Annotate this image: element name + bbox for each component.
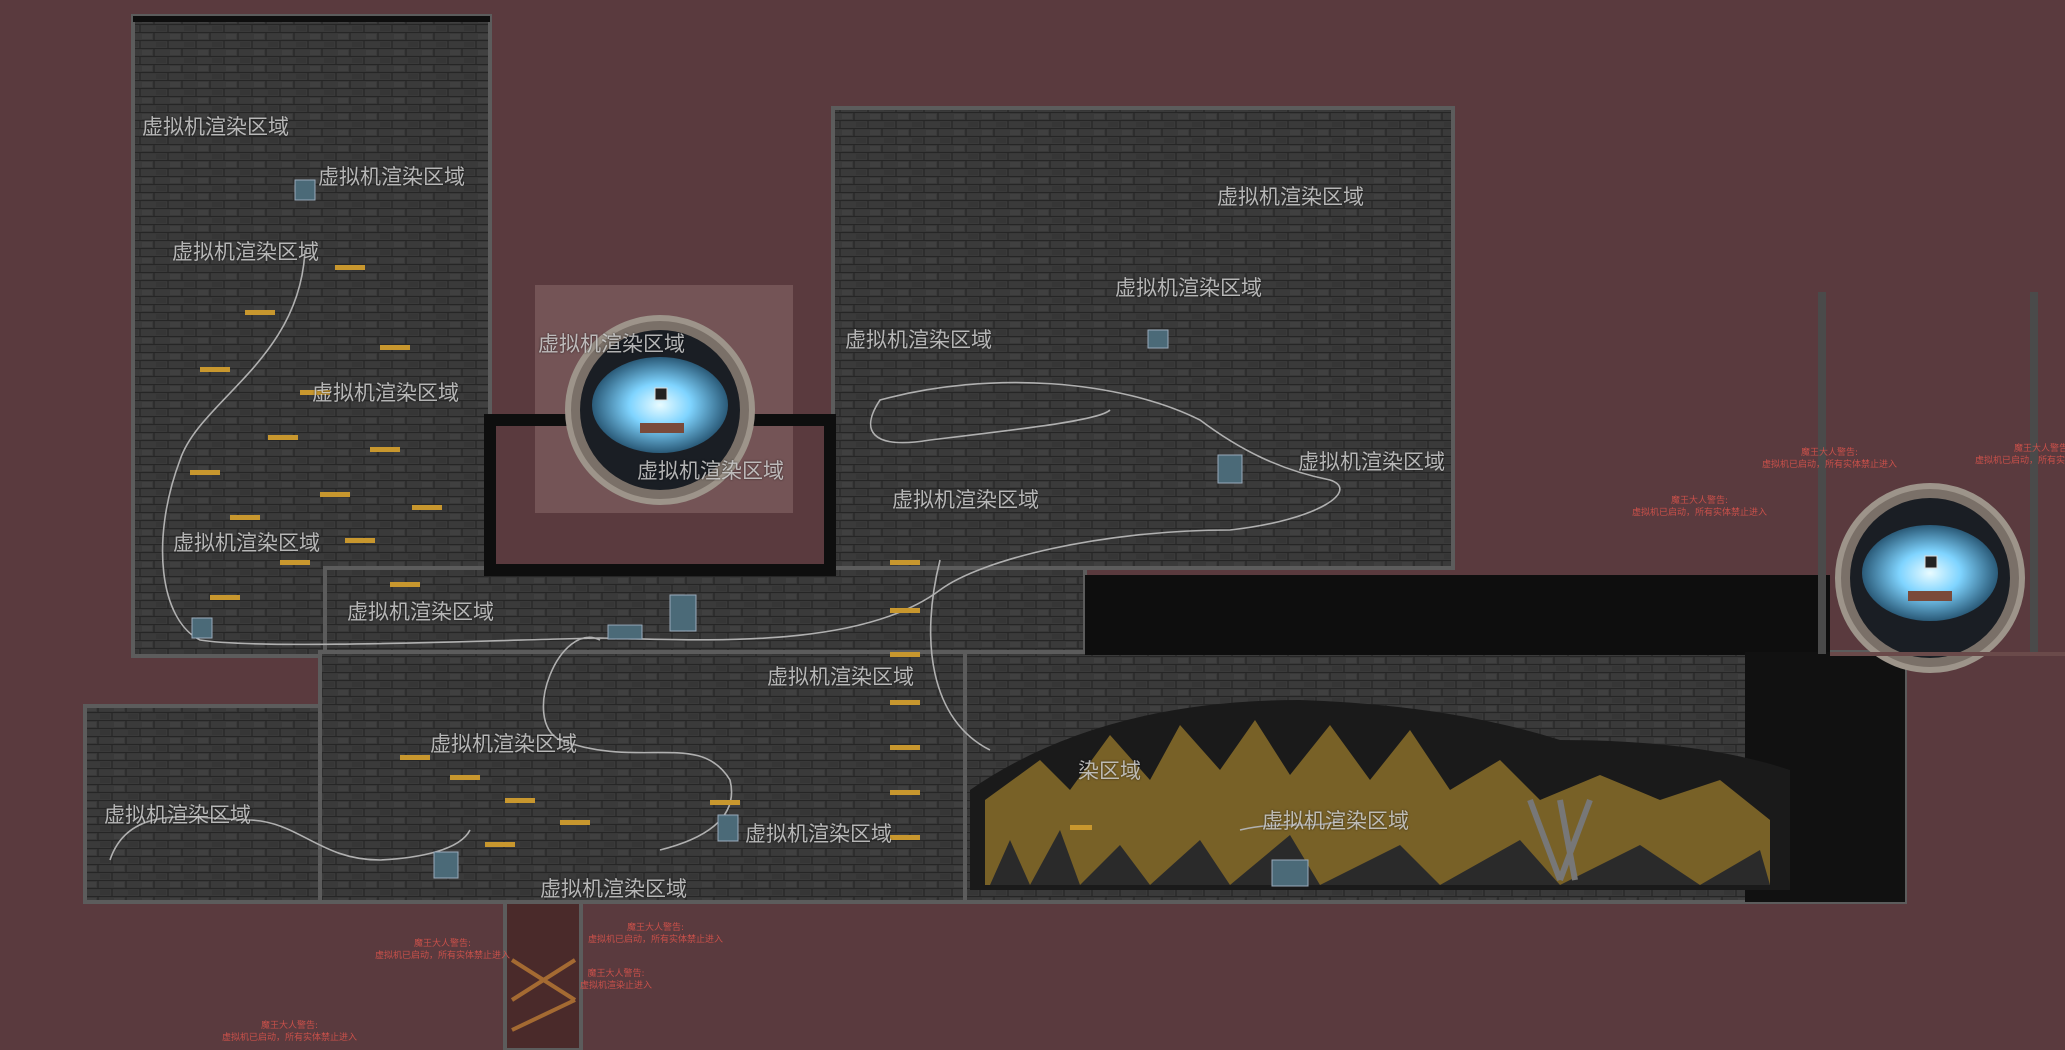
machines xyxy=(191,179,1309,887)
brick-rooms xyxy=(83,14,1907,1050)
warning-title: 魔王大人警告: xyxy=(413,939,472,949)
left-tower-top-cap xyxy=(133,16,490,22)
warning-title: 魔王大人警告: xyxy=(1800,448,1859,458)
warning-sign: 魔王大人警告: 虚拟机已启动，所有实体禁止进入 xyxy=(222,1020,357,1044)
room-mid-corridor xyxy=(323,566,1087,654)
right-pillars xyxy=(1818,292,2065,656)
cave-area xyxy=(970,700,1790,890)
warning-title: 魔王大人警告: xyxy=(626,923,685,933)
warning-title: 魔王大人警告: xyxy=(1670,496,1729,506)
portal-left xyxy=(565,315,755,505)
warning-text: 虚拟机已启动，所有实体禁止进入 xyxy=(1762,460,1898,470)
warning-text: 虚拟机已启动，所有实体禁止进入 xyxy=(1632,508,1768,518)
warning-text: 虚拟机已启动，所有实体禁止进入 xyxy=(222,1033,358,1043)
warning-sign: 魔王大人警告: 虚拟机已启动，所有实体禁止进入 xyxy=(375,938,510,962)
rails xyxy=(109,249,1341,861)
portals xyxy=(565,315,2025,673)
planks xyxy=(190,265,1092,847)
warning-title: 魔王大人警告: xyxy=(260,1021,319,1031)
warning-sign: 魔王大人警告: 虚拟机已启动，所有实体禁止进入 xyxy=(1762,447,1897,471)
warning-text: 虚拟机已启动，所有实体禁止进入 xyxy=(588,935,724,945)
warning-sign: 魔王大人警告: 虚拟机已启动，所有实体禁止进入 xyxy=(588,922,723,946)
room-left-tower xyxy=(131,14,492,658)
dark-void-top xyxy=(1085,575,1830,655)
warning-title: 魔王大人警告: xyxy=(2013,444,2065,454)
warning-sign: 魔王大人警告: 虚拟机渲染止进入 xyxy=(580,968,652,992)
warning-title: 魔王大人警告: xyxy=(587,969,645,979)
portal-right xyxy=(1835,483,2025,673)
warning-text: 虚拟机已启动，所有实体禁止进入 xyxy=(375,951,511,961)
room-right-tower xyxy=(831,106,1455,570)
room-lower-mid xyxy=(318,650,972,904)
warning-sign: 魔王大人警告: 虚拟机已启动，所有实体禁止进入 xyxy=(1975,443,2065,467)
warning-text: 虚拟机已启动，所有实体禁止进入 xyxy=(1975,456,2065,466)
warning-sign: 魔王大人警告: 虚拟机已启动，所有实体禁止进入 xyxy=(1632,495,1767,519)
warning-text: 虚拟机渲染止进入 xyxy=(580,981,653,991)
shaft-beams xyxy=(510,958,577,1032)
